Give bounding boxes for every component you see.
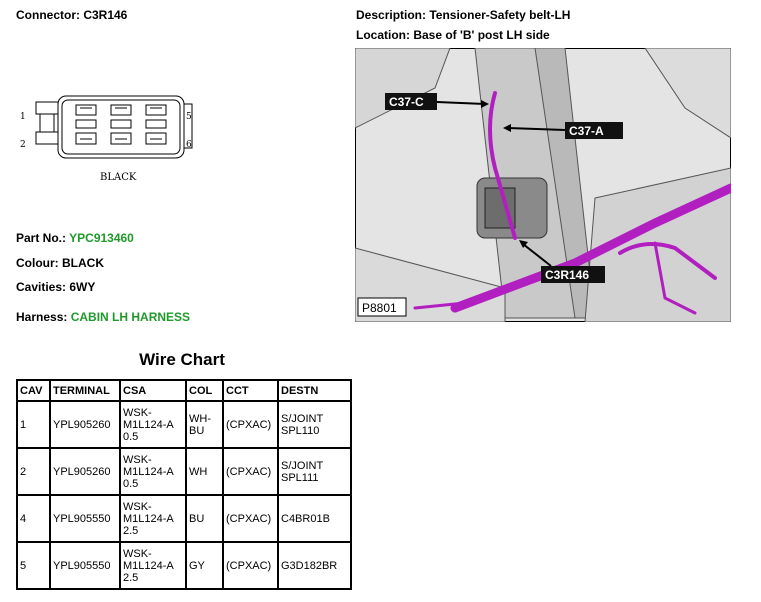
column-header-cav: CAV <box>16 379 51 402</box>
harness-value: CABIN LH HARNESS <box>70 310 191 324</box>
cell-terminal: YPL905260 <box>49 400 121 449</box>
csa-line: M1L124-A <box>123 559 174 572</box>
cell-col: BU <box>185 494 224 543</box>
cell-cct: (CPXAC) <box>222 447 279 496</box>
column-header-destn: DESTN <box>277 379 352 402</box>
description-text: Description: Tensioner-Safety belt-LH <box>356 8 571 22</box>
harness-row: Harness: CABIN LH HARNESS <box>16 310 190 324</box>
part-number-row: Part No.: YPC913460 <box>16 231 134 245</box>
location-text: Location: Base of 'B' post LH side <box>356 28 550 42</box>
col-line: BU <box>189 424 205 437</box>
cell-cav: 5 <box>16 541 51 590</box>
csa-line: 0.5 <box>123 477 139 490</box>
csa-line: WSK- <box>123 406 152 419</box>
location-photo: C37-C C37-A C3R146 P8801 <box>355 48 731 322</box>
part-number-value: YPC913460 <box>69 231 134 245</box>
cell-cav: 4 <box>16 494 51 543</box>
csa-line: 2.5 <box>123 524 139 537</box>
csa-line: M1L124-A <box>123 512 174 525</box>
table-header-row: CAV TERMINAL CSA COL CCT DESTN <box>16 379 352 402</box>
cell-terminal: YPL905550 <box>49 541 121 590</box>
cell-cav: 2 <box>16 447 51 496</box>
cell-cav: 1 <box>16 400 51 449</box>
column-header-terminal: TERMINAL <box>49 379 121 402</box>
csa-line: WSK- <box>123 547 152 560</box>
csa-line: M1L124-A <box>123 418 174 431</box>
col-line: GY <box>189 559 205 572</box>
cell-terminal: YPL905260 <box>49 447 121 496</box>
wire-chart-table: CAV TERMINAL CSA COL CCT DESTN 1 YPL9052… <box>16 379 352 590</box>
cell-destn: C4BR01B <box>277 494 352 543</box>
destn-line: SPL110 <box>281 424 320 437</box>
cell-col: WH <box>185 447 224 496</box>
destn-line: C4BR01B <box>281 512 330 525</box>
cell-cct: (CPXAC) <box>222 541 279 590</box>
cell-col: WH-BU <box>185 400 224 449</box>
wire-chart-title: Wire Chart <box>139 350 225 369</box>
csa-line: WSK- <box>123 453 152 466</box>
pin-label-1: 1 <box>20 112 26 122</box>
connector-title: Connector: C3R146 <box>16 8 128 22</box>
figure-id: P8801 <box>362 301 397 315</box>
callout-c37-c: C37-C <box>389 95 424 109</box>
cavities-text: Cavities: 6WY <box>16 280 96 294</box>
csa-line: 2.5 <box>123 571 139 584</box>
pin-label-5: 5 <box>186 112 192 122</box>
csa-line: 0.5 <box>123 430 139 443</box>
callout-c3r146: C3R146 <box>545 268 589 282</box>
column-header-col: COL <box>185 379 224 402</box>
callout-c37-a: C37-A <box>569 124 604 138</box>
pin-label-6: 6 <box>186 140 192 150</box>
cell-col: GY <box>185 541 224 590</box>
destn-line: SPL111 <box>281 471 319 484</box>
cell-destn: G3D182BR <box>277 541 352 590</box>
cell-cct: (CPXAC) <box>222 400 279 449</box>
connector-color-label: BLACK <box>100 172 137 183</box>
connector-face-diagram: 1 2 5 6 BLACK <box>20 95 193 183</box>
pin-label-2: 2 <box>20 140 26 150</box>
destn-line: S/JOINT <box>281 459 324 472</box>
cell-cct: (CPXAC) <box>222 494 279 543</box>
harness-label: Harness: <box>16 310 68 324</box>
col-line: WH <box>189 465 208 478</box>
column-header-csa: CSA <box>119 379 187 402</box>
col-line: BU <box>189 512 205 525</box>
part-number-label: Part No.: <box>16 231 67 245</box>
destn-line: S/JOINT <box>281 412 324 425</box>
csa-line: WSK- <box>123 500 152 513</box>
destn-line: G3D182BR <box>281 559 338 572</box>
cell-terminal: YPL905550 <box>49 494 121 543</box>
colour-text: Colour: BLACK <box>16 256 104 270</box>
csa-line: M1L124-A <box>123 465 174 478</box>
column-header-cct: CCT <box>222 379 279 402</box>
col-line: WH- <box>189 412 211 425</box>
